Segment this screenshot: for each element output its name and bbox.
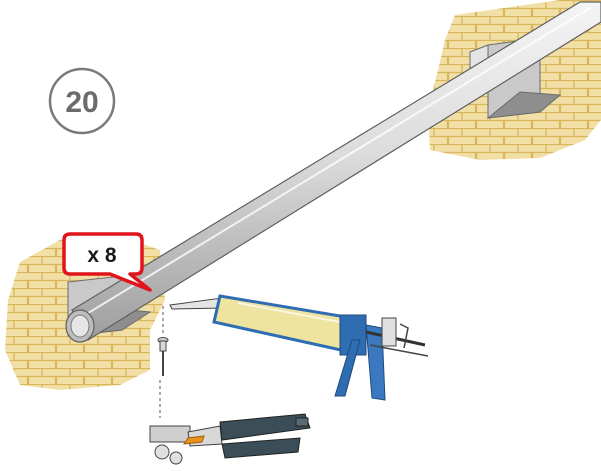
step-number-badge: 20 — [48, 67, 116, 135]
rivet-icon — [157, 306, 169, 418]
towel-rail-icon — [65, 1, 601, 343]
caulking-gun-icon — [169, 294, 429, 401]
step-number: 20 — [65, 86, 98, 119]
quantity-label: x 8 — [87, 244, 117, 267]
quantity-callout: x 8 — [62, 232, 152, 292]
rivet-pliers-icon — [149, 413, 311, 465]
